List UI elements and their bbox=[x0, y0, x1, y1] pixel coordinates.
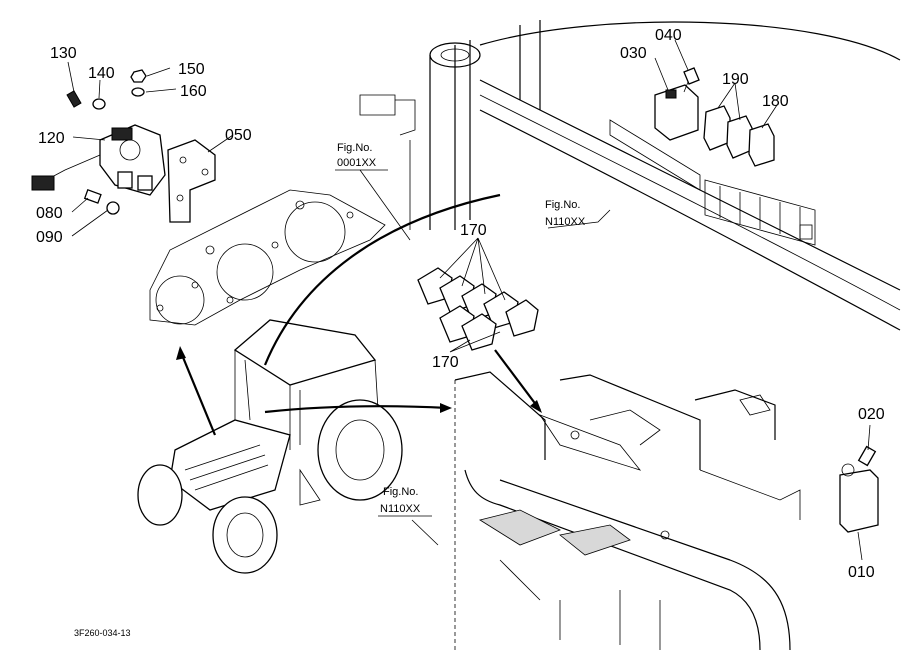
part-label-130: 130 bbox=[50, 45, 77, 62]
fig-ref-title: Fig.No. bbox=[545, 199, 580, 211]
part-label-090: 090 bbox=[36, 229, 63, 246]
part-label-080: 080 bbox=[36, 205, 63, 222]
level-sensor-assembly bbox=[31, 69, 216, 223]
figure-reference-0001xx: Fig.No. 0001XX bbox=[335, 142, 388, 171]
leader-lines bbox=[67, 39, 871, 561]
fig-ref-title: Fig.No. bbox=[383, 486, 418, 498]
part-labels: 130 140 150 160 120 050 080 090 030 040 … bbox=[36, 27, 885, 581]
arrow-head-icon bbox=[440, 403, 452, 413]
part-label-030: 030 bbox=[620, 45, 647, 62]
part-010-module bbox=[839, 445, 879, 533]
fig-ref-code: N110XX bbox=[380, 503, 421, 515]
reference-arrows bbox=[176, 193, 542, 436]
figure-reference-n110xx-upper: Fig.No. N110XX bbox=[545, 199, 586, 228]
part-label-190: 190 bbox=[722, 71, 749, 88]
connector-icon bbox=[31, 175, 55, 191]
part-label-140: 140 bbox=[88, 65, 115, 82]
upper-frame-structure bbox=[359, 20, 901, 331]
drawing-code: 3F260-034-13 bbox=[74, 628, 131, 638]
head-gasket bbox=[149, 189, 386, 326]
part-label-010: 010 bbox=[848, 564, 875, 581]
arrow-head-icon bbox=[530, 400, 542, 413]
relay-group bbox=[654, 67, 775, 167]
arrow-head-icon bbox=[176, 346, 186, 360]
part-label-120: 120 bbox=[38, 130, 65, 147]
part-label-020: 020 bbox=[858, 406, 885, 423]
part-label-170-bottom: 170 bbox=[432, 354, 459, 371]
fig-ref-code: N110XX bbox=[545, 216, 586, 228]
connector-group bbox=[417, 267, 539, 351]
part-label-150: 150 bbox=[178, 61, 205, 78]
part-label-040: 040 bbox=[655, 27, 682, 44]
part-label-170-top: 170 bbox=[460, 222, 487, 239]
fig-ref-title: Fig.No. bbox=[337, 142, 372, 154]
tractor-illustration bbox=[137, 319, 403, 574]
lower-console-structure bbox=[454, 371, 801, 651]
part-label-180: 180 bbox=[762, 93, 789, 110]
part-label-050: 050 bbox=[225, 127, 252, 144]
part-label-160: 160 bbox=[180, 83, 207, 100]
figure-reference-n110xx-lower: Fig.No. N110XX bbox=[378, 486, 432, 517]
fig-ref-code: 0001XX bbox=[337, 157, 377, 169]
